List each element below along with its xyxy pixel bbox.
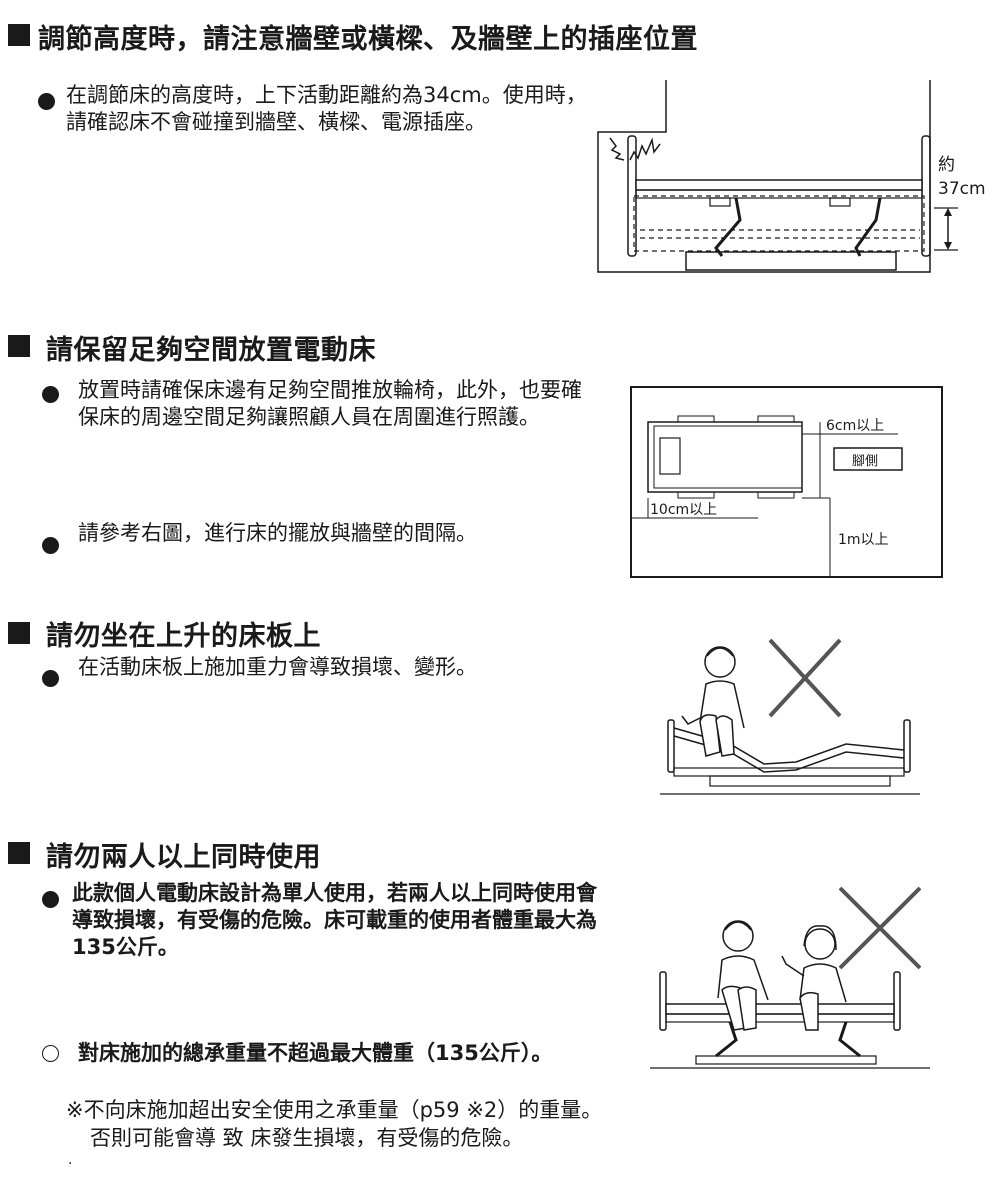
bullet-dot-icon <box>42 670 59 687</box>
figure-person-sitting-raised-bed <box>660 638 920 795</box>
section-heading-no-sitting: 請勿坐在上升的床板上 <box>46 621 321 652</box>
label-6cm-gap: 6cm以上 <box>826 418 884 434</box>
label-1m-gap: 1m以上 <box>838 532 889 548</box>
figure-bed-height-wall: 約 37cm <box>597 80 986 273</box>
section-text-no-sitting: 在活動床板上施加重力會導致損壞、變形。 <box>78 655 477 679</box>
figure-bed-layout-spacing: 6cm以上 腳側 10cm以上 1m以上 <box>630 386 943 578</box>
figure-label-about: 約 <box>938 155 955 175</box>
figure-label-37cm: 37cm <box>938 179 986 199</box>
bullet-dot-icon <box>42 537 59 554</box>
section-text-height-adjust: 在調節床的高度時，上下活動距離約為34cm。使用時，請確認床不會碰撞到牆壁、橫樑… <box>66 83 587 134</box>
figure-two-people-on-bed <box>650 886 930 1069</box>
section-text-max-load: 對床施加的總承重量不超過最大體重（135公斤）。 <box>78 1041 553 1065</box>
section-square-icon <box>8 24 30 46</box>
section-heading-no-multiple-users: 請勿兩人以上同時使用 <box>46 842 321 873</box>
hollow-circle-icon <box>42 1045 59 1062</box>
bullet-dot-icon <box>38 93 55 110</box>
section-square-icon <box>8 842 30 864</box>
stray-dot: . <box>68 1152 73 1168</box>
section-text-space-reference: 請參考右圖，進行床的擺放與牆壁的間隔。 <box>78 521 477 545</box>
bullet-dot-icon <box>42 891 59 908</box>
label-10cm-gap: 10cm以上 <box>650 502 717 518</box>
cross-mark-icon <box>768 638 842 718</box>
section-square-icon <box>8 622 30 644</box>
section-heading-height-adjust: 調節高度時，請注意牆壁或橫樑、及牆壁上的插座位置 <box>38 24 698 55</box>
section-text-space: 放置時請確保床邊有足夠空間推放輪椅，此外，也要確保床的周邊空間足夠讓照顧人員在周… <box>78 378 582 429</box>
cross-mark-icon <box>838 886 922 970</box>
note-line-1: ※不向床施加超出安全使用之承重量（p59 ※2）的重量。 <box>66 1098 603 1122</box>
bullet-dot-icon <box>42 386 59 403</box>
impact-burst-icon <box>609 137 661 161</box>
section-square-icon <box>8 335 30 357</box>
section-heading-space: 請保留足夠空間放置電動床 <box>46 335 376 366</box>
label-feet-side: 腳側 <box>852 454 878 469</box>
section-text-single-user: 此款個人電動床設計為單人使用，若兩人以上同時使用會導致損壞，有受傷的危險。床可載… <box>72 881 597 959</box>
note-line-2: 否則可能會導 致 床發生損壞，有受傷的危險。 <box>90 1126 524 1150</box>
